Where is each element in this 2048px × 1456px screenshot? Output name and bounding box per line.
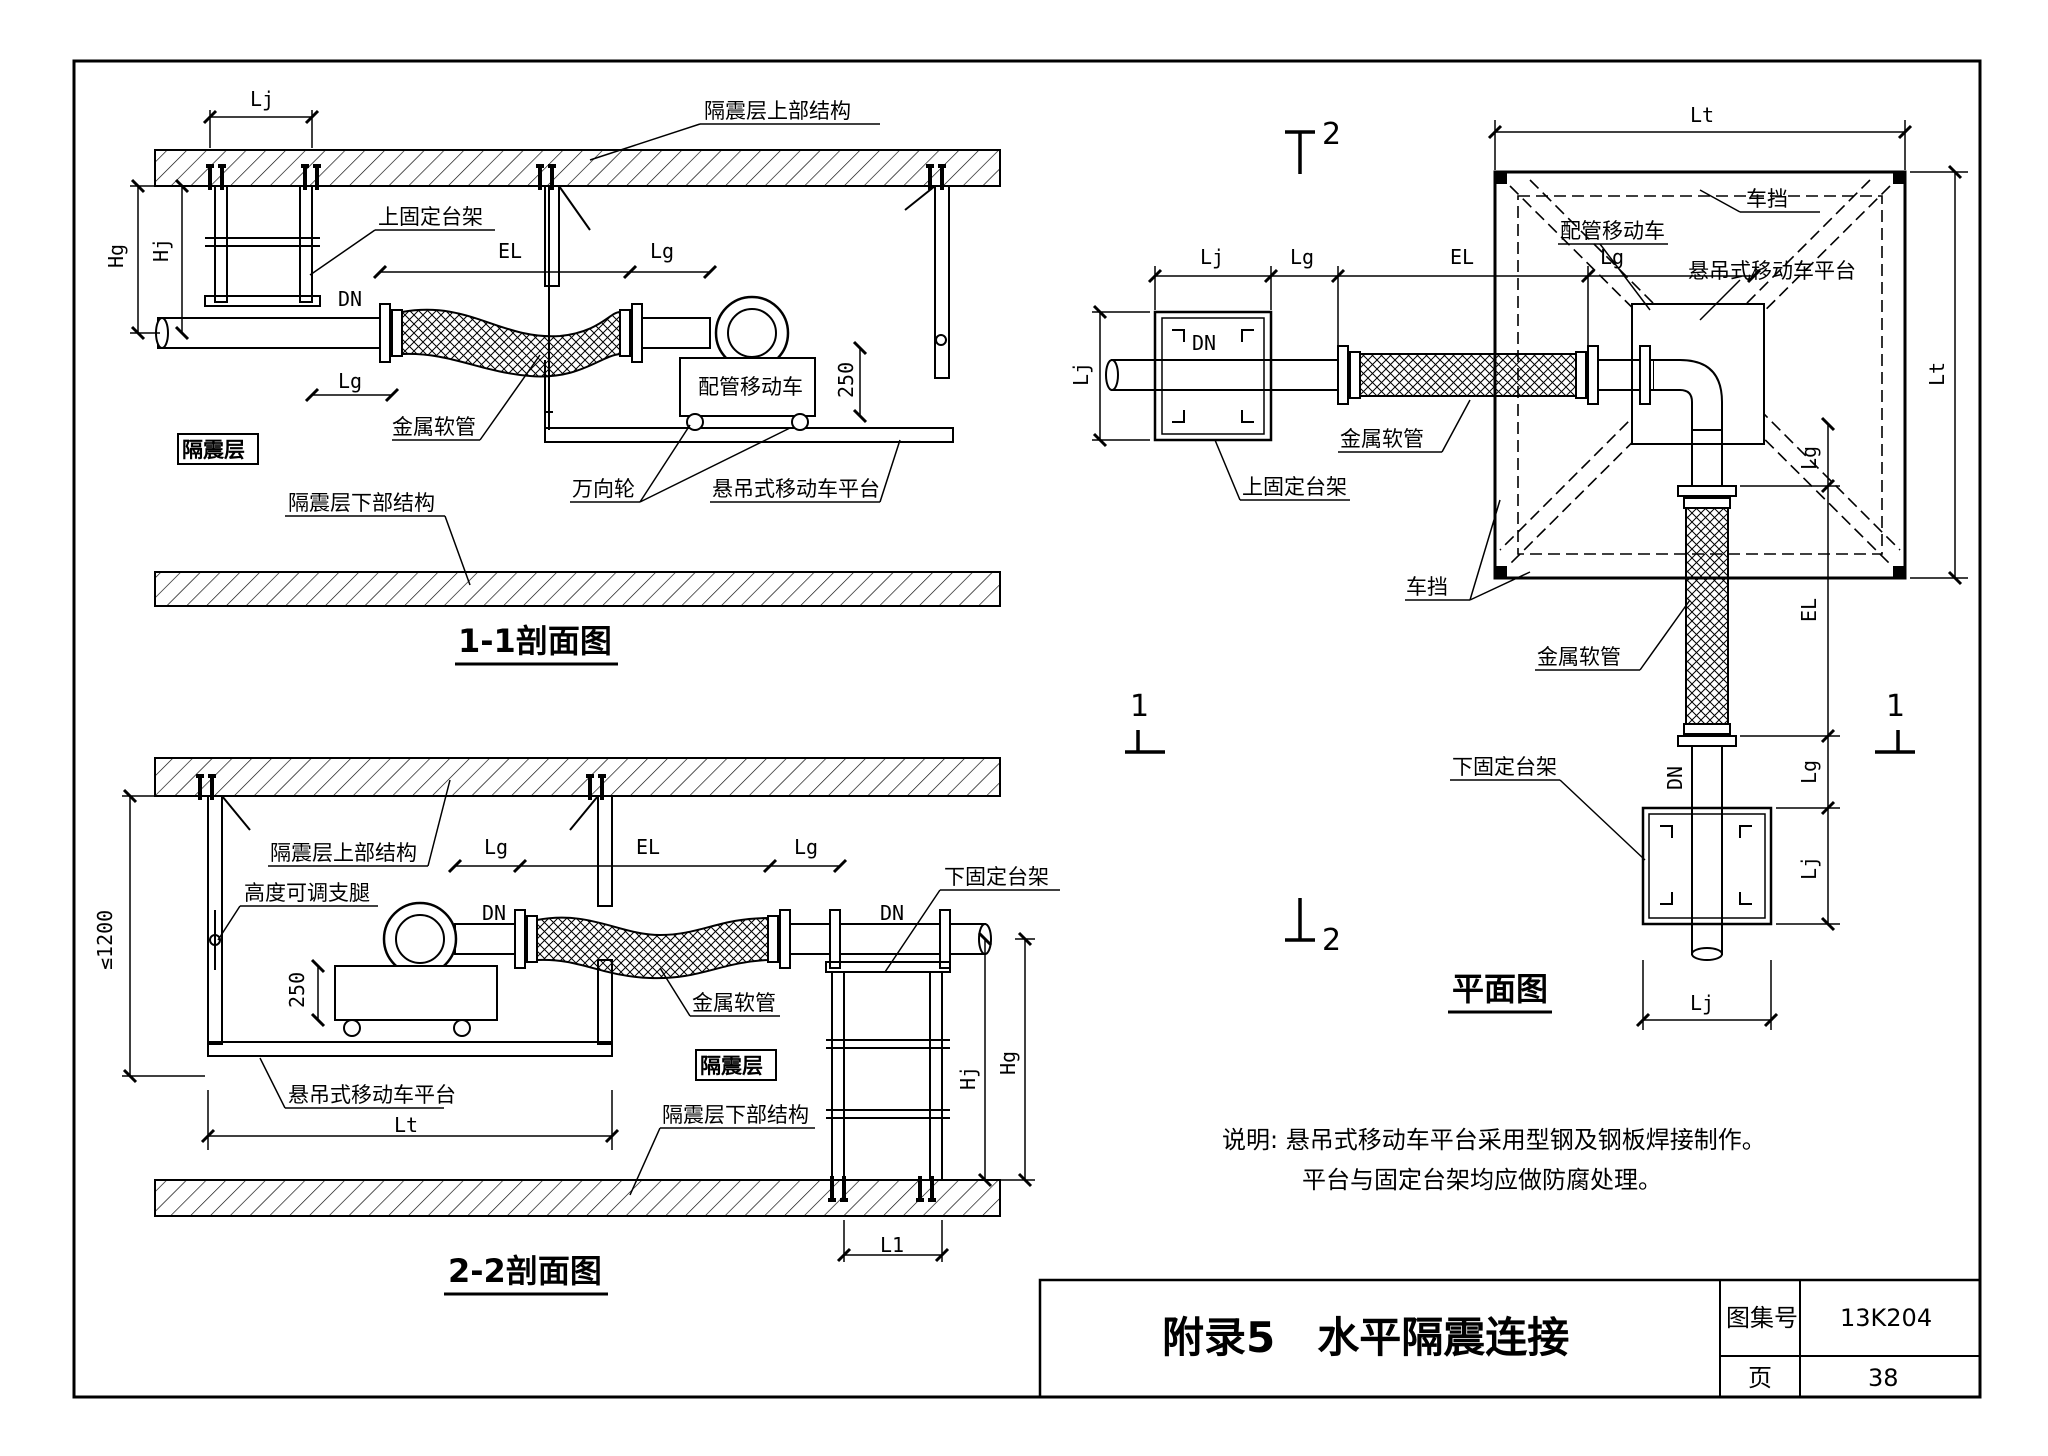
dim-dn: DN xyxy=(338,287,362,311)
dim-250-2: 250 xyxy=(285,972,309,1008)
note-line-1: 说明: 悬吊式移动车平台采用型钢及钢板焊接制作。 xyxy=(1222,1126,1766,1154)
label-lower-struct: 隔震层下部结构 xyxy=(288,491,435,515)
pipe-cart-1-1 xyxy=(679,357,816,417)
cut-mark-2-bottom: 2 xyxy=(1322,923,1341,958)
metal-hose-2-2 xyxy=(536,916,769,980)
label-adj-leg: 高度可调支腿 xyxy=(244,881,370,905)
dim-lg-plan: Lg xyxy=(1290,245,1314,269)
label-platform-2: 悬吊式移动车平台 xyxy=(288,1083,456,1107)
metal-hose-1-1 xyxy=(401,308,621,378)
section-1-1: Lj Hg Hj EL Lg DN Lg 250 隔震层上部结构 上固定台架 金… xyxy=(104,87,1001,666)
title-block: 附录5 水平隔震连接 图集号 13K204 页 38 xyxy=(1038,1278,1982,1399)
section-2-2: ≤1200 Lg EL Lg DN DN 250 Lt Hj Hg L1 隔震层… xyxy=(93,757,1060,1296)
label-plan-lower-support: 下固定台架 xyxy=(1452,755,1557,779)
label-plan-upper-support: 上固定台架 xyxy=(1242,475,1347,499)
atlas-value: 13K204 xyxy=(1840,1304,1932,1332)
label-upper-support: 上固定台架 xyxy=(378,205,483,229)
plan-hose-v xyxy=(1685,507,1729,725)
dim-1200: ≤1200 xyxy=(93,910,117,970)
pipe-cart-2-2 xyxy=(334,965,498,1021)
plan-view: Lt Lt Lj Lg EL Lg Lj DN Lg EL Lg Lj DN L… xyxy=(1069,103,1968,1030)
plan-hose-h xyxy=(1359,353,1577,397)
atlas-label: 图集号 xyxy=(1726,1304,1798,1332)
dim-el: EL xyxy=(498,239,522,263)
title-section-2-2: 2-2剖面图 xyxy=(448,1252,602,1290)
label-lower-struct-2: 隔震层下部结构 xyxy=(662,1103,809,1127)
dim-250: 250 xyxy=(834,362,858,398)
dim-lg-4: Lg xyxy=(794,835,818,859)
note-line-2: 平台与固定台架均应做防腐处理。 xyxy=(1302,1166,1662,1194)
label-upper-struct: 隔震层上部结构 xyxy=(704,99,851,123)
upper-slab xyxy=(154,149,1001,187)
dim-l1: L1 xyxy=(880,1233,904,1257)
label-plan-hose-1: 金属软管 xyxy=(1340,427,1424,451)
dim-dn-plan: DN xyxy=(1192,331,1216,355)
dim-lj-plan-b: Lj xyxy=(1690,991,1714,1015)
label-upper-struct-2: 隔震层上部结构 xyxy=(270,841,417,865)
dim-lg: Lg xyxy=(650,239,674,263)
dim-lj-plan-v: Lj xyxy=(1069,362,1093,386)
label-stopper-left: 车挡 xyxy=(1406,575,1448,599)
dim-el-plan-v: EL xyxy=(1797,598,1821,622)
label-isolation-layer-2: 隔震层 xyxy=(700,1054,763,1078)
label-lower-support: 下固定台架 xyxy=(944,865,1049,889)
dim-lg-2: Lg xyxy=(338,369,362,393)
label-metal-hose-2: 金属软管 xyxy=(692,991,776,1015)
lower-slab xyxy=(154,571,1001,607)
dim-lj-plan-v2: Lj xyxy=(1797,856,1821,880)
label-plan-platform: 悬吊式移动车平台 xyxy=(1688,259,1856,283)
dim-lg-3: Lg xyxy=(484,835,508,859)
lower-slab-2 xyxy=(154,1179,1001,1217)
dim-lj-plan: Lj xyxy=(1200,245,1224,269)
dim-lg-plan-v: Lg xyxy=(1797,446,1821,470)
dim-hj-2: Hj xyxy=(956,1066,980,1090)
upper-slab-2 xyxy=(154,757,1001,797)
plan-lower-support xyxy=(1641,806,1773,926)
dim-el-plan: EL xyxy=(1450,245,1474,269)
sheet-frame xyxy=(72,59,1982,1399)
dim-dn-2: DN xyxy=(482,901,506,925)
dim-dn-plan-v: DN xyxy=(1663,766,1687,790)
dim-lg-plan-v2: Lg xyxy=(1797,760,1821,784)
label-platform: 悬吊式移动车平台 xyxy=(712,477,880,501)
dim-hj: Hj xyxy=(149,238,173,262)
dim-lt-plan-v: Lt xyxy=(1925,362,1949,386)
label-plan-hose-2: 金属软管 xyxy=(1537,645,1621,669)
label-plan-cart: 配管移动车 xyxy=(1560,219,1665,243)
dim-hg: Hg xyxy=(104,244,128,268)
label-stopper-top: 车挡 xyxy=(1746,187,1788,211)
dim-lj: Lj xyxy=(250,87,274,111)
label-isolation-layer: 隔震层 xyxy=(182,438,245,462)
title-plan: 平面图 xyxy=(1452,970,1548,1008)
plan-upper-support xyxy=(1153,310,1273,442)
title-block-title: 附录5 水平隔震连接 xyxy=(1162,1313,1569,1362)
cut-mark-2-top: 2 xyxy=(1322,117,1341,152)
dim-hg-2: Hg xyxy=(996,1051,1020,1075)
cut-mark-1-left: 1 xyxy=(1130,689,1149,724)
dim-lt: Lt xyxy=(394,1113,418,1137)
page-label: 页 xyxy=(1748,1364,1772,1392)
dim-dn-3: DN xyxy=(880,901,904,925)
cut-mark-1-right: 1 xyxy=(1886,689,1905,724)
dim-el-2: EL xyxy=(636,835,660,859)
title-section-1-1: 1-1剖面图 xyxy=(458,622,612,660)
page-value: 38 xyxy=(1868,1364,1899,1392)
label-caster: 万向轮 xyxy=(572,477,635,501)
dim-lt-plan: Lt xyxy=(1690,103,1714,127)
dim-labels-1-1: Lj Hg Hj EL Lg DN Lg 250 xyxy=(104,87,858,398)
label-metal-hose: 金属软管 xyxy=(392,415,476,439)
label-cart: 配管移动车 xyxy=(698,375,803,399)
